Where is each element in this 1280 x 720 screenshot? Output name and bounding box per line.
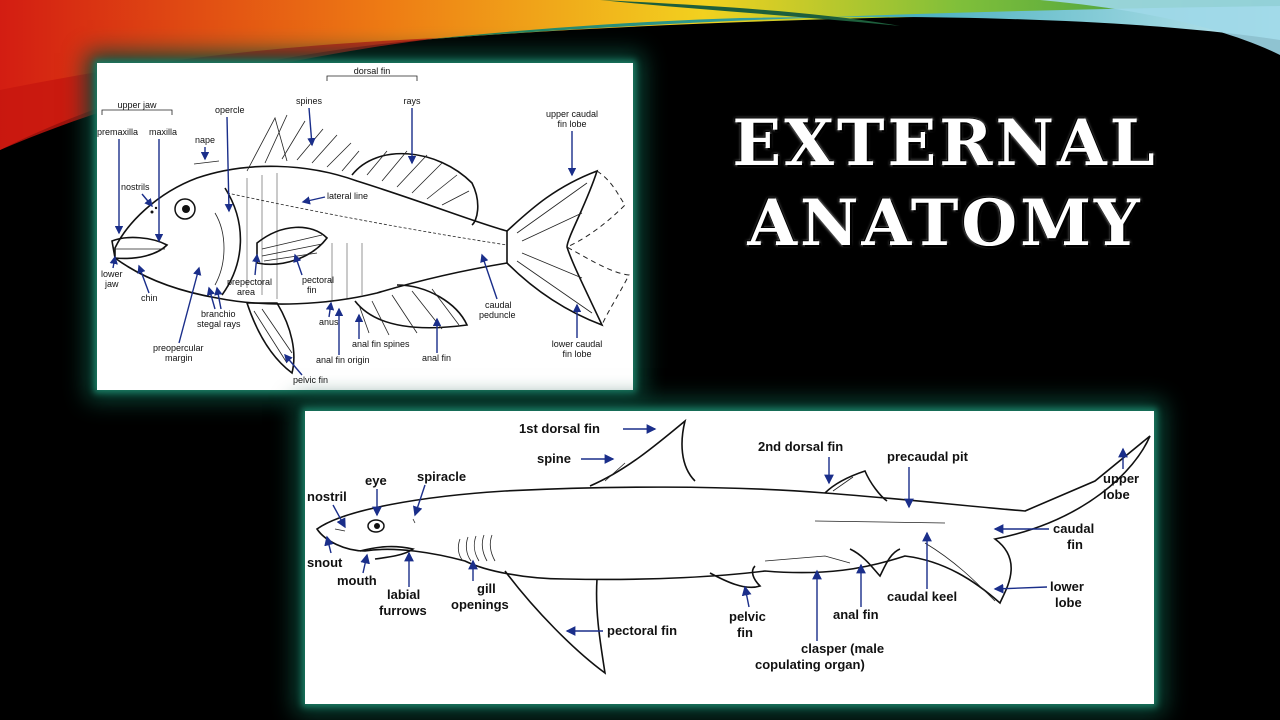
label-gill-openings-2: openings: [451, 597, 509, 612]
label-lateral-line: lateral line: [327, 191, 368, 201]
label-spine: spine: [537, 451, 571, 466]
label-upper-lobe-2: lobe: [1103, 487, 1130, 502]
label-caudal-fin-1: caudal: [1053, 521, 1094, 536]
label-labial-furrows-2: furrows: [379, 603, 427, 618]
label-chin: chin: [141, 293, 158, 303]
label-prepectoral-2: area: [237, 287, 255, 297]
label-caudal-peduncle-2: peduncle: [479, 310, 516, 320]
label-lower-jaw-2: jaw: [104, 279, 119, 289]
label-caudal-keel: caudal keel: [887, 589, 957, 604]
shark-drawing: 1st dorsal fin spine 2nd dorsal fin prec…: [307, 418, 1151, 675]
label-anal-fin: anal fin: [422, 353, 451, 363]
label-nape: nape: [195, 135, 215, 145]
slide-title: External Anatomy: [710, 104, 1180, 264]
label-lower-lobe-1: lower: [1050, 579, 1084, 594]
label-pelvic-fin: pelvic fin: [293, 375, 328, 385]
label-2nd-dorsal-fin: 2nd dorsal fin: [758, 439, 843, 454]
label-precaudal-pit: precaudal pit: [887, 449, 969, 464]
label-lower-jaw-1: lower: [101, 269, 123, 279]
label-1st-dorsal-fin: 1st dorsal fin: [519, 421, 600, 436]
label-branchiostegal-1: branchio: [201, 309, 236, 319]
label-pectoral-fin: pectoral fin: [607, 623, 677, 638]
label-lower-caudal-2: fin lobe: [562, 349, 591, 359]
label-upper-caudal-1: upper caudal: [546, 109, 598, 119]
decorative-swoosh: [0, 0, 1280, 150]
label-upper-jaw: upper jaw: [117, 100, 157, 110]
label-pelvic-fin-1: pelvic: [729, 609, 766, 624]
slide-title-line-2: Anatomy: [747, 186, 1143, 261]
label-anal-fin-origin: anal fin origin: [316, 355, 370, 365]
label-upper-caudal-2: fin lobe: [557, 119, 586, 129]
label-labial-furrows-1: labial: [387, 587, 420, 602]
label-nostrils: nostrils: [121, 182, 150, 192]
label-eye: eye: [365, 473, 387, 488]
label-lower-caudal-1: lower caudal: [552, 339, 603, 349]
label-upper-lobe-1: upper: [1103, 471, 1139, 486]
label-pectoral-fin-1: pectoral: [302, 275, 334, 285]
label-maxilla: maxilla: [149, 127, 177, 137]
label-spiracle: spiracle: [417, 469, 466, 484]
label-pectoral-fin-2: fin: [307, 285, 317, 295]
bony-fish-drawing: dorsal fin spines rays upper jaw premaxi…: [97, 66, 630, 385]
label-prepectoral-1: prepectoral: [227, 277, 272, 287]
label-gill-openings-1: gill: [477, 581, 496, 596]
label-mouth: mouth: [337, 573, 377, 588]
bony-fish-diagram[interactable]: dorsal fin spines rays upper jaw premaxi…: [97, 63, 633, 390]
label-spines: spines: [296, 96, 323, 106]
label-clasper-1: clasper (male: [801, 641, 884, 656]
slide-title-line-1: External: [732, 106, 1158, 181]
label-anus: anus: [319, 317, 339, 327]
label-lower-lobe-2: lobe: [1055, 595, 1082, 610]
label-premaxilla: premaxilla: [97, 127, 138, 137]
label-pelvic-fin-2: fin: [737, 625, 753, 640]
label-clasper-2: copulating organ): [755, 657, 865, 672]
label-snout: snout: [307, 555, 343, 570]
label-anal-fin-spines: anal fin spines: [352, 339, 410, 349]
label-branchiostegal-2: stegal rays: [197, 319, 241, 329]
label-caudal-fin-2: fin: [1067, 537, 1083, 552]
label-preopercular-2: margin: [165, 353, 193, 363]
label-preopercular-1: preopercular: [153, 343, 204, 353]
label-caudal-peduncle-1: caudal: [485, 300, 512, 310]
label-dorsal-fin: dorsal fin: [354, 66, 391, 76]
label-nostril: nostril: [307, 489, 347, 504]
shark-diagram[interactable]: 1st dorsal fin spine 2nd dorsal fin prec…: [305, 411, 1154, 704]
label-opercle: opercle: [215, 105, 245, 115]
label-rays: rays: [403, 96, 421, 106]
label-anal-fin: anal fin: [833, 607, 879, 622]
